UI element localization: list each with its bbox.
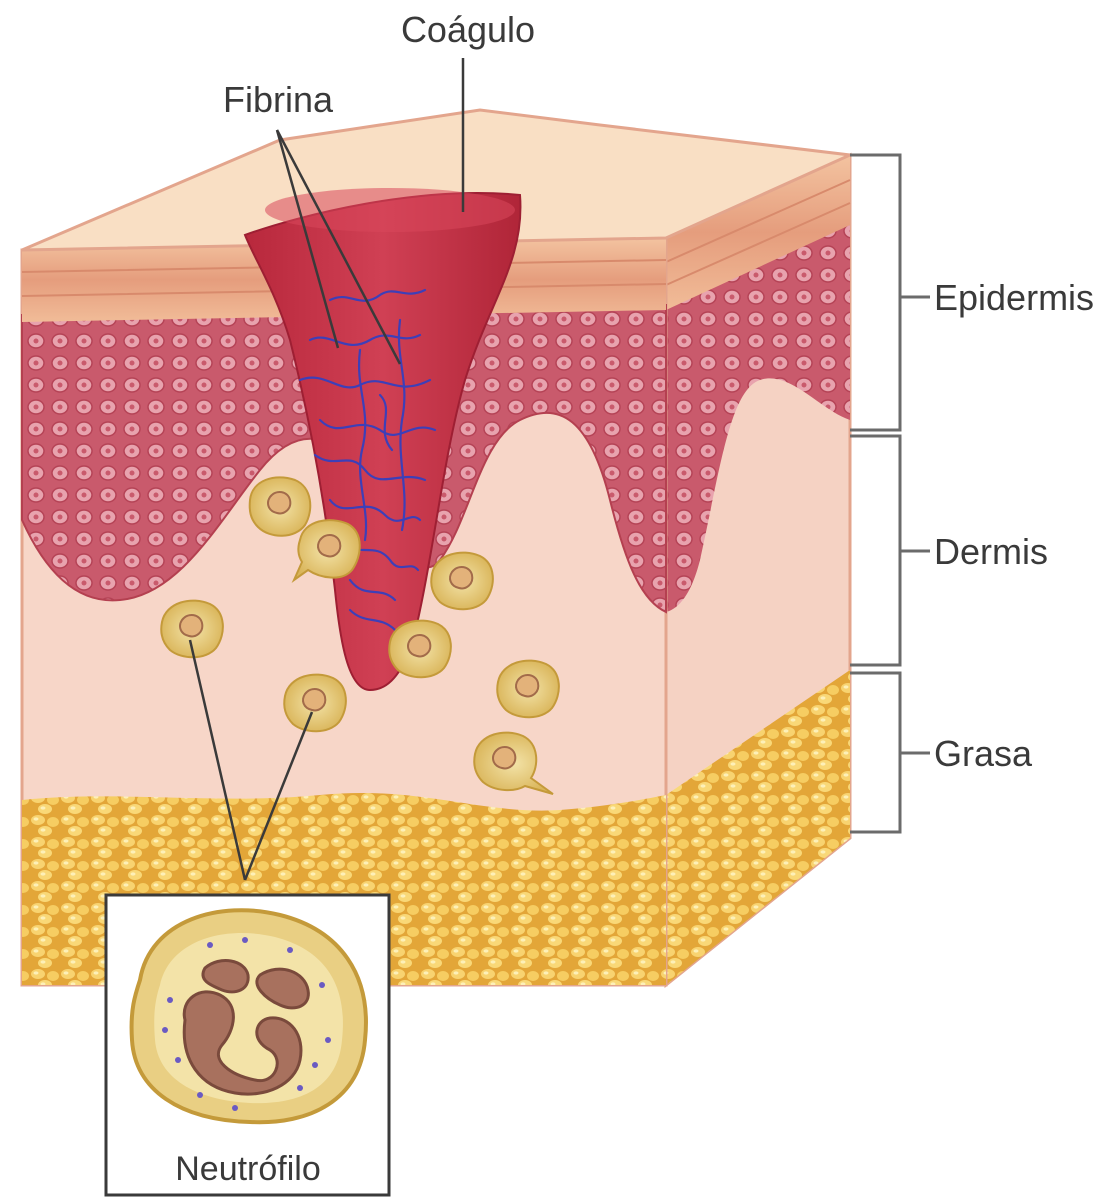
dermis-bracket <box>850 436 900 665</box>
neutrophil-cell <box>389 621 451 678</box>
neutrophil-cell <box>250 477 311 535</box>
label-clot: Coágulo <box>401 9 535 50</box>
epidermis-bracket <box>850 155 900 430</box>
fat-bracket <box>850 673 900 832</box>
neutrophil-cell <box>497 661 559 718</box>
neutrophil-cell <box>284 675 346 732</box>
label-neutrophil: Neutrófilo <box>175 1150 321 1188</box>
label-fat: Grasa <box>934 733 1033 774</box>
layer-brackets <box>850 155 930 832</box>
neutrophil-cell <box>431 553 493 610</box>
label-epidermis: Epidermis <box>934 277 1094 318</box>
label-dermis: Dermis <box>934 531 1048 572</box>
label-fibrin: Fibrina <box>223 79 334 120</box>
skin-block-right-face <box>666 155 850 985</box>
